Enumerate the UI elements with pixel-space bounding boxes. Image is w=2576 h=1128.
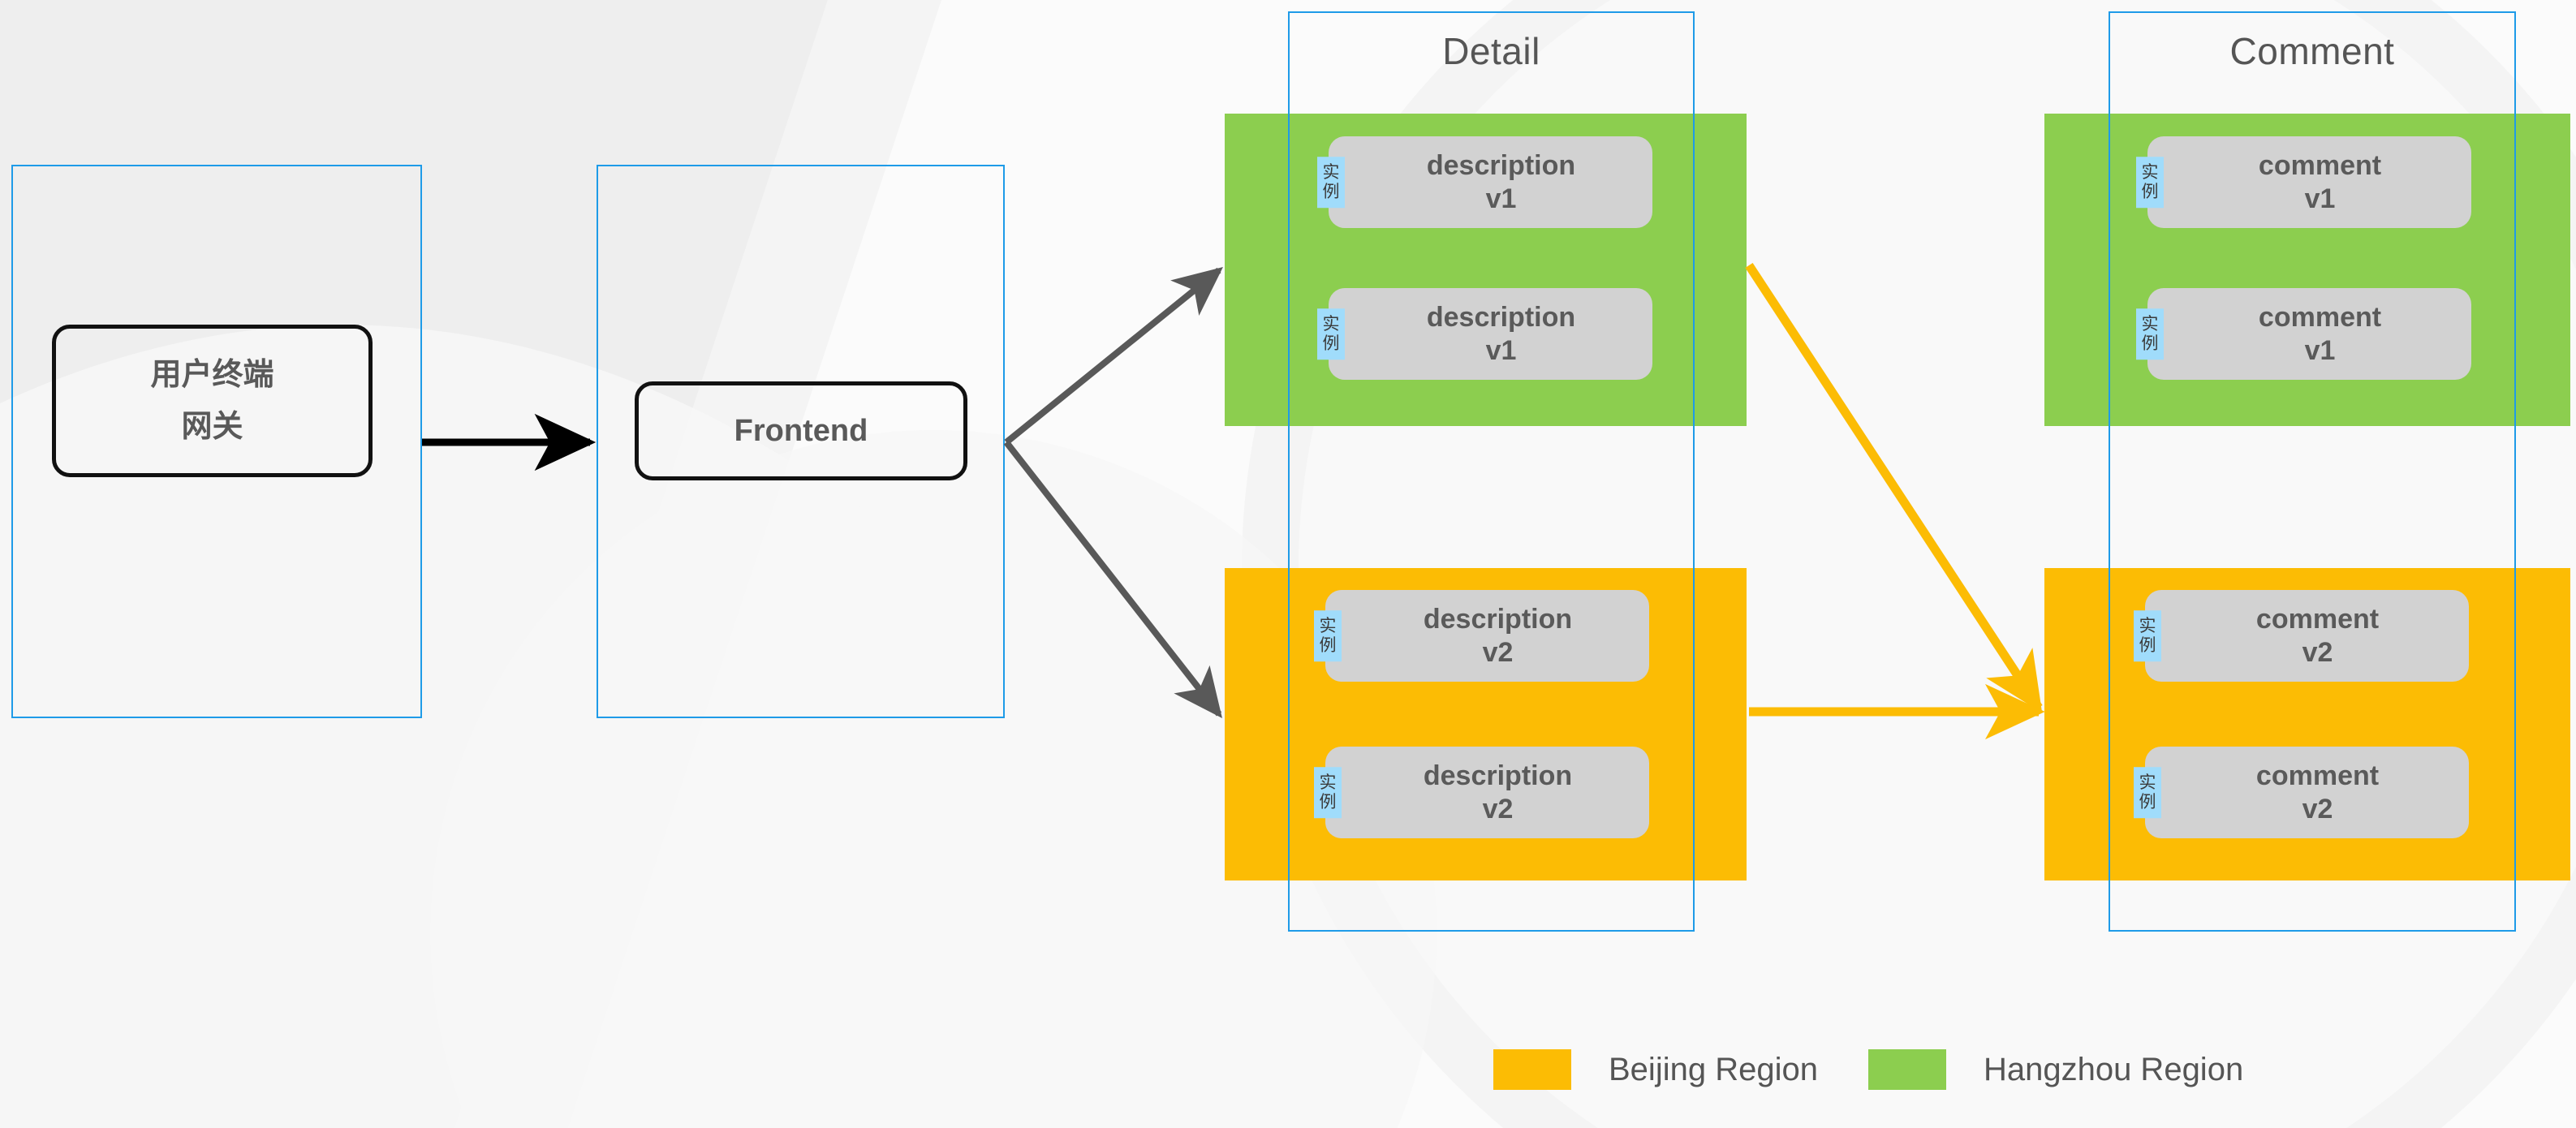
instance-card-label: comment v1	[2258, 302, 2382, 366]
instance-badge: 实 例	[1314, 766, 1342, 819]
legend-label-hangzhou: Hangzhou Region	[1983, 1051, 2244, 1087]
instance-badge: 实 例	[1314, 609, 1342, 662]
instance-badge-char-1: 实	[1319, 615, 1337, 635]
arrow-frontend-to-detail-hangzhou	[1004, 266, 1223, 446]
client-node-line-1: 用户终端	[150, 358, 274, 392]
instance-badge: 实 例	[1317, 156, 1345, 209]
instance-badge-char-2: 例	[2141, 182, 2159, 202]
instance-badge: 实 例	[2136, 308, 2164, 360]
instance-card-label: description v2	[1423, 604, 1573, 668]
comment-instance-card[interactable]: 实 例 comment v1	[2136, 136, 2471, 228]
detail-group-title: Detail	[1442, 30, 1540, 72]
arrow-detail-hangzhou-to-comment-beijing	[1745, 262, 2043, 713]
instance-badge-char-2: 例	[1319, 792, 1337, 812]
detail-instance-card[interactable]: 实 例 description v1	[1317, 288, 1652, 380]
instance-badge-char-1: 实	[1322, 161, 1340, 182]
detail-instance-card[interactable]: 实 例 description v2	[1314, 747, 1649, 838]
instance-badge: 实 例	[1317, 308, 1345, 360]
region-legend: Beijing Region Hangzhou Region	[1493, 1049, 2243, 1090]
instance-badge-char-1: 实	[1322, 313, 1340, 334]
legend-label-beijing: Beijing Region	[1609, 1051, 1818, 1087]
frontend-node-label: Frontend	[734, 414, 868, 448]
instance-badge-char-2: 例	[2139, 635, 2156, 656]
instance-badge: 实 例	[2134, 766, 2161, 819]
instance-card-label: comment v2	[2255, 604, 2380, 668]
instance-badge-char-2: 例	[1322, 182, 1340, 202]
instance-badge-char-1: 实	[2139, 772, 2156, 792]
legend-item-beijing: Beijing Region	[1493, 1049, 1818, 1090]
instance-badge-char-2: 例	[2141, 334, 2159, 354]
instance-badge-char-2: 例	[1322, 334, 1340, 354]
client-node-line-2: 网关	[181, 410, 243, 444]
instance-badge-char-2: 例	[1319, 635, 1337, 656]
instance-badge: 实 例	[2136, 156, 2164, 209]
instance-badge-char-1: 实	[2141, 313, 2159, 334]
instance-card-label: description v1	[1426, 302, 1576, 366]
instance-card-label: comment v1	[2258, 150, 2382, 214]
instance-badge-char-1: 实	[2141, 161, 2159, 182]
legend-swatch-beijing	[1493, 1049, 1571, 1090]
instance-badge-char-1: 实	[1319, 772, 1337, 792]
instance-card-label: description v1	[1426, 150, 1576, 214]
arrow-frontend-to-detail-beijing	[1003, 440, 1222, 719]
instance-badge-char-1: 实	[2139, 615, 2156, 635]
instance-card-label: comment v2	[2255, 760, 2380, 824]
detail-instance-card[interactable]: 实 例 description v2	[1314, 590, 1649, 682]
comment-instance-card[interactable]: 实 例 comment v2	[2134, 747, 2469, 838]
instance-badge: 实 例	[2134, 609, 2161, 662]
frontend-node[interactable]: Frontend	[635, 381, 967, 480]
instance-badge-char-2: 例	[2139, 792, 2156, 812]
detail-instance-card[interactable]: 实 例 description v1	[1317, 136, 1652, 228]
comment-instance-card[interactable]: 实 例 comment v2	[2134, 590, 2469, 682]
comment-instance-card[interactable]: 实 例 comment v1	[2136, 288, 2471, 380]
legend-item-hangzhou: Hangzhou Region	[1867, 1049, 2244, 1090]
client-gateway-node[interactable]: 用户终端 网关	[52, 325, 373, 477]
instance-card-label: description v2	[1423, 760, 1573, 824]
comment-group-title: Comment	[2229, 30, 2395, 72]
legend-swatch-hangzhou	[1867, 1049, 1946, 1090]
